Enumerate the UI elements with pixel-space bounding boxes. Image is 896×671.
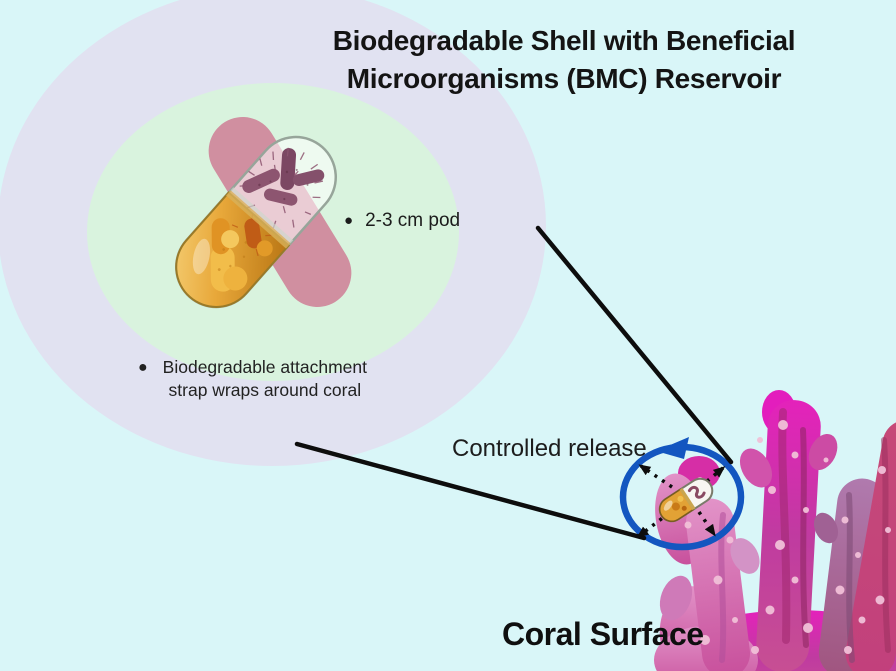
diagram-title: Biodegradable Shell with Beneficial Micr… bbox=[288, 22, 840, 98]
callout-pod-size: ● 2-3 cm pod bbox=[344, 210, 460, 232]
controlled-release-label: Controlled release bbox=[452, 435, 647, 462]
pod-size-text: 2-3 cm pod bbox=[365, 210, 461, 231]
coral-surface-label: Coral Surface bbox=[502, 616, 704, 652]
strap-text: Biodegradable attachment strap wraps aro… bbox=[163, 356, 367, 402]
capsule-microbes-glass-half bbox=[239, 147, 325, 229]
coral-stripes bbox=[718, 408, 891, 663]
release-dotted-arrows bbox=[636, 464, 726, 538]
title-line-2: Microorganisms (BMC) Reservoir bbox=[346, 63, 782, 94]
strap-text-line-1: Biodegradable attachment bbox=[162, 357, 367, 377]
capsule-joint-rim bbox=[226, 190, 291, 249]
callout-line-top bbox=[535, 225, 734, 465]
mini-capsule-illustration bbox=[658, 477, 714, 523]
capsule-joint-rim-glass bbox=[230, 187, 294, 244]
blue-arrowhead bbox=[656, 437, 689, 459]
capsule-microbes-amber-half bbox=[192, 213, 273, 292]
bullet-icon: ● bbox=[344, 211, 354, 229]
callout-line-bottom bbox=[294, 441, 647, 541]
bullet-icon: ● bbox=[138, 359, 148, 376]
title-line-1: Biodegradable Shell with Beneficial bbox=[332, 25, 796, 56]
callout-lines bbox=[294, 225, 734, 541]
callout-strap: ● Biodegradable attachment strap wraps a… bbox=[138, 356, 367, 402]
bmc-pod-capsule-illustration bbox=[174, 135, 338, 309]
strap-text-line-2: strap wraps around coral bbox=[168, 380, 362, 400]
blue-circle-arrow bbox=[619, 437, 745, 551]
